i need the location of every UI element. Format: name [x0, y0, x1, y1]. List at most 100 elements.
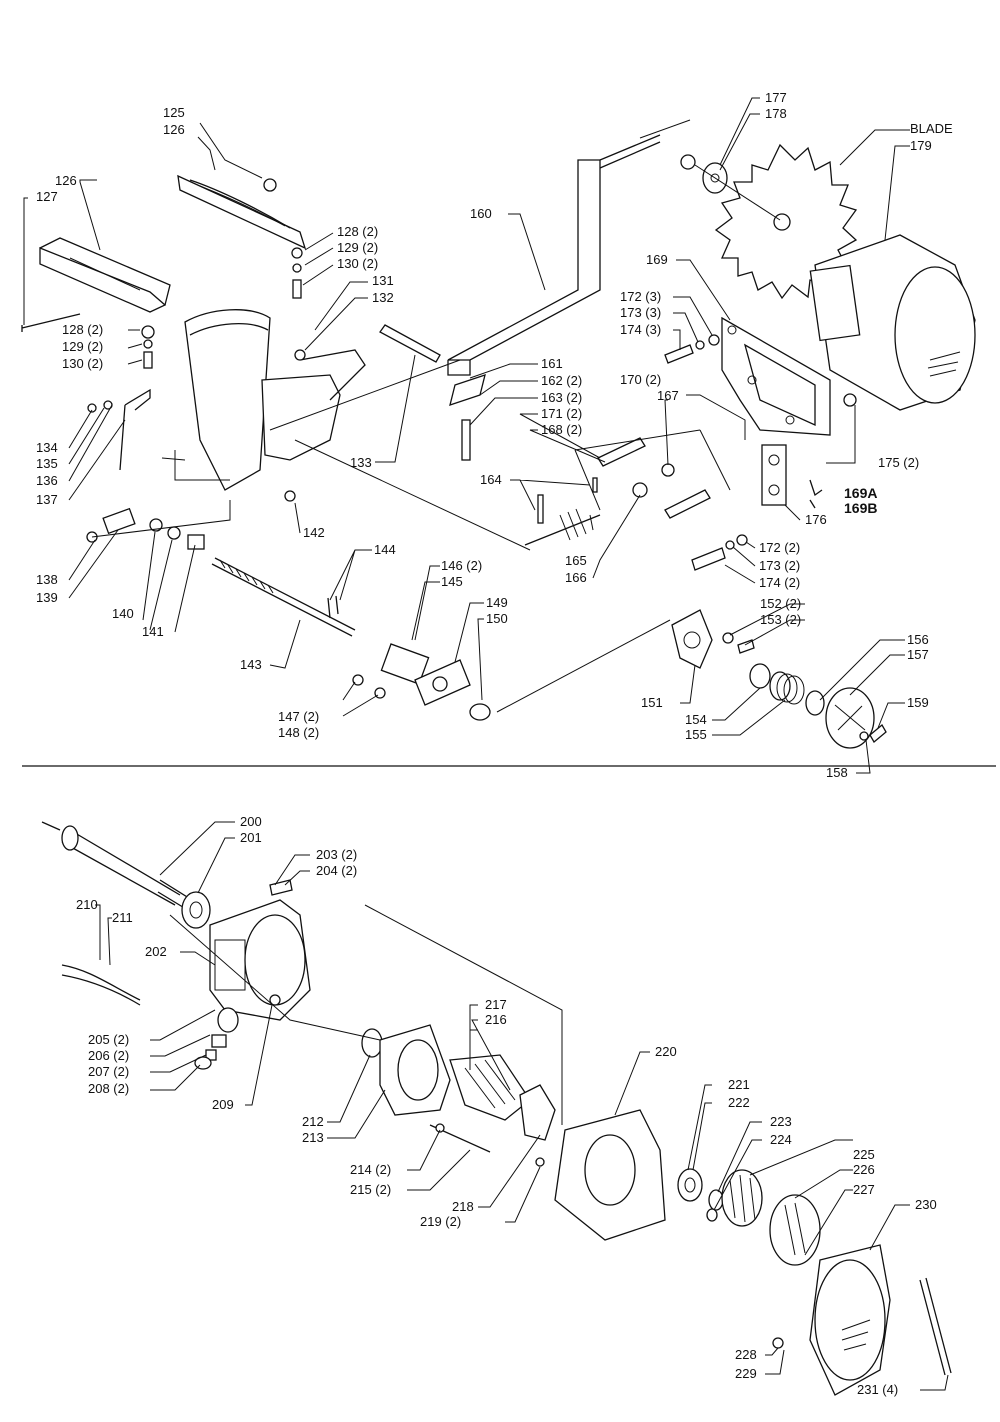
part-126-arm: [39, 237, 171, 313]
label-127: 127: [36, 189, 58, 204]
label-222: 222: [728, 1095, 750, 1110]
part-174b-bolt: [691, 547, 726, 571]
part-127-screw: [21, 313, 81, 332]
label-168: 168 (2): [541, 422, 583, 437]
part-144-key: [327, 595, 339, 619]
label-227: 227: [853, 1182, 875, 1197]
part-137-splitter: [119, 388, 151, 471]
part-168-link: [597, 437, 646, 467]
part-160-frame: [447, 119, 691, 376]
part-202-housing: [209, 899, 311, 1021]
label-131: 131: [372, 273, 394, 288]
part-164b-pin: [592, 477, 598, 493]
label-154: 154: [685, 712, 707, 727]
label-152: 152 (2): [760, 596, 802, 611]
part-140b-nut: [167, 526, 181, 540]
part-172-washer: [708, 334, 720, 346]
label-129-upper: 129 (2): [337, 240, 379, 255]
label-226: 226: [853, 1162, 875, 1177]
saw-blade: [714, 143, 858, 300]
part-166-collar: [632, 482, 648, 498]
part-128b-washer: [141, 325, 155, 339]
part-154-ring: [749, 663, 771, 689]
label-216: 216: [485, 1012, 507, 1027]
label-174-lower: 174 (2): [759, 575, 801, 590]
label-140: 140: [112, 606, 134, 621]
label-128-lower: 128 (2): [62, 322, 104, 337]
part-156-washer: [805, 690, 825, 716]
part-141-bushing: [187, 534, 205, 550]
part-219-screw: [535, 1157, 545, 1167]
part-140-nut: [149, 518, 163, 532]
label-175: 175 (2): [878, 455, 920, 470]
label-126: 126: [55, 173, 77, 188]
part-210-cord: [61, 964, 141, 1006]
part-126-top: [177, 174, 307, 250]
label-146: 146 (2): [441, 558, 483, 573]
part-129-washer: [292, 263, 302, 273]
label-137: 137: [36, 492, 58, 507]
label-178: 178: [765, 106, 787, 121]
label-162: 162 (2): [541, 373, 583, 388]
label-229: 229: [735, 1366, 757, 1381]
label-212: 212: [302, 1114, 324, 1129]
part-230-cover: [809, 1244, 891, 1396]
label-142: 142: [303, 525, 325, 540]
label-204: 204 (2): [316, 863, 358, 878]
part-129b-washer: [143, 339, 153, 349]
part-159-handle: [869, 724, 887, 743]
part-133-pin: [379, 324, 441, 363]
assembly-line-213: [169, 914, 381, 1041]
label-125: 125: [163, 105, 185, 120]
part-176-block: [761, 444, 787, 506]
part-138-spacer: [102, 507, 136, 535]
label-129-lower: 129 (2): [62, 339, 104, 354]
part-213-stator: [379, 1024, 451, 1116]
part-169-plate: [721, 316, 831, 436]
label-213: 213: [302, 1130, 324, 1145]
label-215: 215 (2): [350, 1182, 392, 1197]
label-203: 203 (2): [316, 847, 358, 862]
label-230: 230: [915, 1197, 937, 1212]
label-165: 165: [565, 553, 587, 568]
label-228: 228: [735, 1347, 757, 1362]
label-219: 219 (2): [420, 1214, 462, 1229]
label-173-upper: 173 (3): [620, 305, 662, 320]
label-157: 157: [907, 647, 929, 662]
part-155-spring: [769, 671, 805, 705]
part-152-washer: [722, 632, 734, 644]
label-171: 171 (2): [541, 406, 583, 421]
part-161-plate: [449, 374, 486, 406]
part-228-screw: [772, 1337, 784, 1349]
label-209: 209: [212, 1097, 234, 1112]
label-144: 144: [374, 542, 396, 557]
label-231: 231 (4): [857, 1382, 899, 1397]
part-134-screw: [87, 403, 97, 413]
label-161: 161: [541, 356, 563, 371]
part-179-motor: [809, 234, 976, 411]
label-169: 169: [646, 252, 668, 267]
label-148: 148 (2): [278, 725, 320, 740]
label-202: 202: [145, 944, 167, 959]
part-125-nut: [263, 178, 277, 192]
part-212-washer: [361, 1028, 383, 1058]
leader-lines-lower: [95, 821, 949, 1391]
label-149: 149: [486, 595, 508, 610]
label-169B: 169B: [844, 500, 878, 516]
part-170-washer: [661, 463, 675, 477]
label-141: 141: [142, 624, 164, 639]
label-128-upper: 128 (2): [337, 224, 379, 239]
part-151-bracket: [671, 609, 713, 669]
label-170: 170 (2): [620, 372, 662, 387]
part-201-bearing: [181, 891, 211, 929]
part-221-bearing: [677, 1168, 703, 1202]
label-167: 167: [657, 388, 679, 403]
label-147: 147 (2): [278, 709, 320, 724]
label-145: 145: [441, 574, 463, 589]
part-168b-link: [664, 489, 711, 519]
part-148-washer: [374, 687, 386, 699]
label-225: 225: [853, 1147, 875, 1162]
label-156: 156: [907, 632, 929, 647]
label-224: 224: [770, 1132, 792, 1147]
